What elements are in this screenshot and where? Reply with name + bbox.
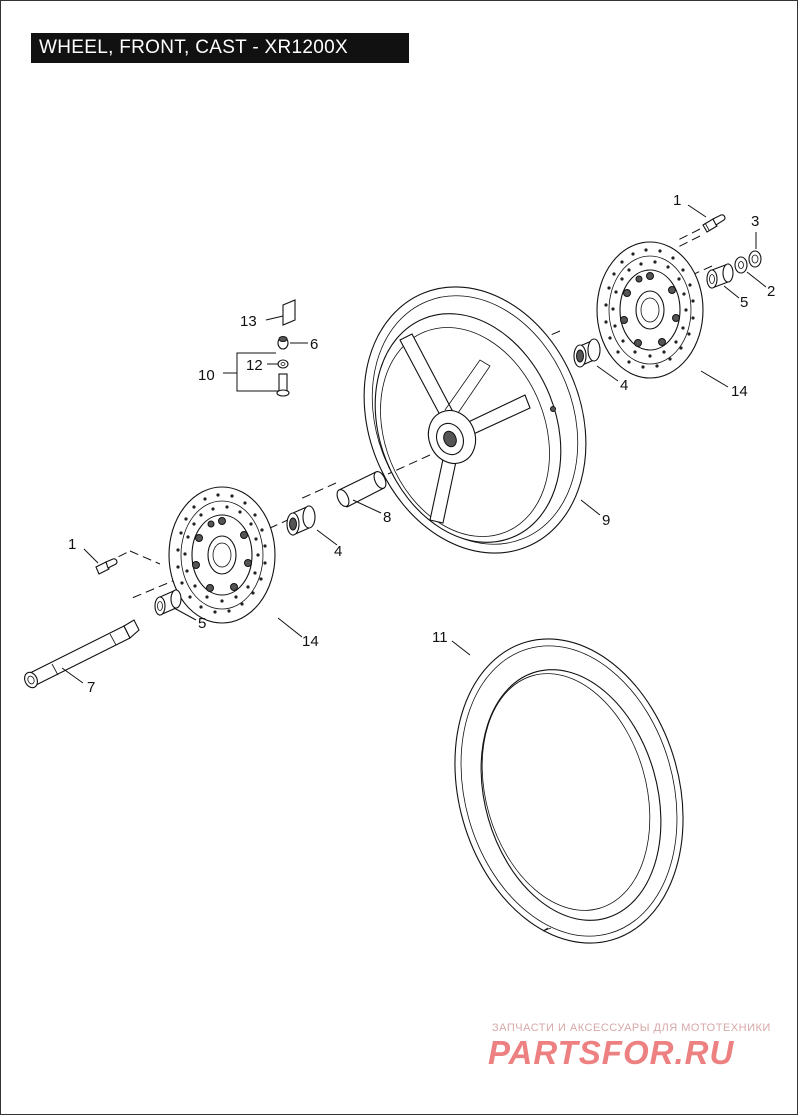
- bearing-left: [286, 505, 316, 536]
- nut-right: [748, 250, 762, 268]
- callout-4-right: 4: [620, 377, 628, 394]
- valve-stem: [276, 373, 290, 397]
- callout-5-left: 5: [198, 615, 206, 632]
- bearing-right: [573, 338, 601, 368]
- valve-nut: [277, 359, 289, 369]
- front-axle: [24, 619, 140, 689]
- cast-wheel: [363, 286, 587, 554]
- valve-cap: [277, 336, 289, 350]
- callout-5-right: 5: [740, 294, 748, 311]
- spacer-left: [154, 589, 182, 616]
- callout-4-left: 4: [334, 543, 342, 560]
- callout-7: 7: [87, 679, 95, 696]
- screw-right: [702, 214, 726, 233]
- callout-3: 3: [751, 213, 759, 230]
- axle-spacer-tube: [336, 471, 387, 508]
- watermark-tagline: ЗАПЧАСТИ И АКСЕССУАРЫ ДЛЯ МОТОТЕХНИКИ: [492, 1022, 771, 1034]
- callout-10: 10: [198, 367, 215, 384]
- callout-1-right: 1: [673, 192, 681, 209]
- screw-left: [95, 558, 118, 575]
- callout-13: 13: [240, 313, 257, 330]
- watermark-logo: PARTSFOR.RU: [488, 1034, 735, 1071]
- callout-14-right: 14: [731, 383, 748, 400]
- spacer-right: [706, 263, 734, 289]
- callout-1-left: 1: [68, 536, 76, 553]
- callout-14-left: 14: [302, 633, 319, 650]
- title-bar: WHEEL, FRONT, CAST - XR1200X: [31, 33, 409, 63]
- balance-weight: [282, 299, 296, 326]
- brake-rotor-left: [168, 486, 276, 624]
- diagram-title: WHEEL, FRONT, CAST - XR1200X: [39, 37, 348, 58]
- callout-12: 12: [246, 357, 263, 374]
- callout-2: 2: [767, 283, 775, 300]
- callout-8: 8: [383, 509, 391, 526]
- brake-rotor-right: [596, 241, 704, 379]
- callout-6: 6: [310, 336, 318, 353]
- tire: [454, 638, 684, 944]
- callout-9: 9: [602, 512, 610, 529]
- washer-right: [734, 256, 748, 274]
- callout-11: 11: [432, 629, 448, 646]
